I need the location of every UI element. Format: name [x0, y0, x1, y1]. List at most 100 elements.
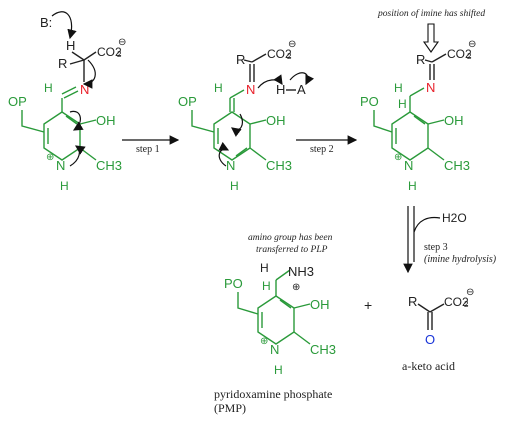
keto-carboxylate-charge: ⊖: [466, 287, 474, 298]
r-bond-3: [424, 59, 433, 63]
methyl: CH3: [96, 158, 122, 173]
ring-charge-pmp: ⊕: [260, 336, 268, 347]
ring-nitrogen-3: N: [404, 158, 413, 173]
imine-shift-arrow: [422, 23, 440, 53]
amino-note-1: amino group has been: [248, 233, 333, 243]
pmp-name: pyridoxamine phosphate: [214, 387, 332, 401]
carboxylate-charge: ⊖: [118, 37, 126, 48]
ch2-h-b: H: [398, 97, 407, 111]
ring-double-2: [65, 115, 78, 125]
base-label: B:: [40, 15, 52, 30]
phosphate-label-2: OP: [178, 94, 197, 109]
r-bond: [69, 59, 85, 65]
structure-keto-acid: R CO2 2 ⊖ O a-keto acid: [402, 287, 474, 373]
ch2-arm: [21, 110, 45, 133]
carboxylate: CO2: [97, 45, 122, 59]
hydroxyl: OH: [96, 113, 116, 128]
phosphate-label: OP: [8, 94, 27, 109]
step-3: H2O step 3 (imine hydrolysis): [403, 206, 497, 274]
hydroxyl-3: OH: [444, 113, 464, 128]
nh-hydrogen-pmp: H: [274, 363, 283, 377]
water-in-curve: [413, 216, 441, 233]
oh-bond-2: [249, 119, 267, 125]
plus-sign: +: [364, 297, 372, 313]
methyl-3: CH3: [444, 158, 470, 173]
nh-hydrogen-3: H: [408, 179, 417, 193]
ch2-arm-2: [191, 110, 215, 133]
ring-double-3-2: [413, 115, 426, 125]
carboxylate-bond: [83, 51, 97, 61]
acid-a: A: [297, 82, 306, 97]
carboxylate-sub-3: 2: [467, 52, 472, 61]
r-group-2: R: [236, 52, 245, 67]
imine-nitrogen-2: N: [246, 82, 255, 97]
pmp-h-a: H: [260, 261, 269, 275]
alpha-hydrogen: H: [66, 38, 75, 53]
ch2-arm-3: [373, 110, 393, 133]
aldimine-h: H: [44, 81, 53, 95]
step-1-label: step 1: [136, 144, 160, 155]
carboxylate-charge-2: ⊖: [288, 39, 296, 50]
electron-push-arrow-3: [69, 145, 86, 167]
keto-r-group: R: [408, 294, 417, 309]
carboxylate-2: CO2: [267, 47, 292, 61]
carboxylate-charge-3: ⊖: [468, 39, 476, 50]
pmp-h-b: H: [262, 279, 271, 293]
r-group: R: [58, 56, 67, 71]
structure-2-quinonoid: R CO2 2 ⊖ N H H A OP OH N CH3 H: [178, 39, 315, 193]
nh-hydrogen: H: [60, 179, 69, 193]
methyl-pmp: CH3: [310, 342, 336, 357]
keto-carboxylate: CO2: [444, 295, 469, 309]
electron-push-arrow-4: [231, 113, 244, 137]
keto-oxygen: O: [425, 332, 435, 347]
step-3-sublabel: (imine hydrolysis): [424, 254, 497, 265]
base-attack-arrow: [51, 11, 77, 40]
imine-nitrogen: N: [80, 82, 89, 97]
c-nh3-bond: [275, 269, 291, 281]
carboxylate-bond-3: [431, 53, 447, 63]
n-c-bond-2: [229, 89, 245, 99]
ring-nitrogen-pmp: N: [270, 342, 279, 357]
methyl-bond: [79, 147, 97, 161]
imine-nitrogen-3: N: [426, 80, 435, 95]
carboxylate-sub-2: 2: [287, 52, 292, 61]
methyl-bond-pmp: [293, 331, 311, 345]
ammonium: NH3: [288, 264, 314, 279]
methyl-2: CH3: [266, 158, 292, 173]
oh-bond-3: [427, 119, 445, 125]
carboxylate-3: CO2: [447, 47, 472, 61]
phosphate-label-pmp: PO: [224, 276, 243, 291]
carboxylate-bond-2: [251, 53, 267, 63]
carboxylate-sub: 2: [117, 50, 122, 59]
phosphate-label-3: PO: [360, 94, 379, 109]
step-2-label: step 2: [310, 144, 334, 155]
electron-push-arrow-5: [218, 141, 230, 167]
ring-nitrogen: N: [56, 158, 65, 173]
imine-bond-b: [61, 86, 77, 95]
step-2: step 2: [296, 135, 358, 155]
oh-bond: [79, 119, 97, 125]
ring-charge: ⊕: [46, 152, 54, 163]
structure-3-ketimine: position of imine has shifted R CO2 2 ⊖ …: [360, 8, 485, 193]
oh-bond-pmp: [293, 303, 311, 309]
keto-carboxylate-sub: 2: [464, 300, 469, 309]
acid-arrow: [289, 72, 315, 86]
acid-h: H: [276, 82, 285, 97]
ring-double-2-2: [235, 147, 248, 157]
h-bond: [71, 51, 85, 61]
keto-carboxylate-bond: [429, 303, 445, 313]
keto-r-bond: [417, 303, 431, 313]
hydroxyl-pmp: OH: [310, 297, 330, 312]
imine-shift-note: position of imine has shifted: [377, 8, 485, 19]
pmp-abbrev: (PMP): [214, 401, 246, 415]
hydroxyl-2: OH: [266, 113, 286, 128]
structure-pmp: amino group has been transferred to PLP …: [214, 233, 336, 415]
ch2-h-a: H: [394, 81, 403, 95]
nh-hydrogen-2: H: [230, 179, 239, 193]
structure-1-plp-imine: B: H R CO2 2 ⊖ N H OP OH N ⊕ CH3 H: [8, 11, 126, 193]
ring-nitrogen-2: N: [226, 158, 235, 173]
protonation-arrow: [257, 74, 283, 89]
imine-bond-a: [63, 90, 79, 99]
r-group-3: R: [416, 52, 425, 67]
